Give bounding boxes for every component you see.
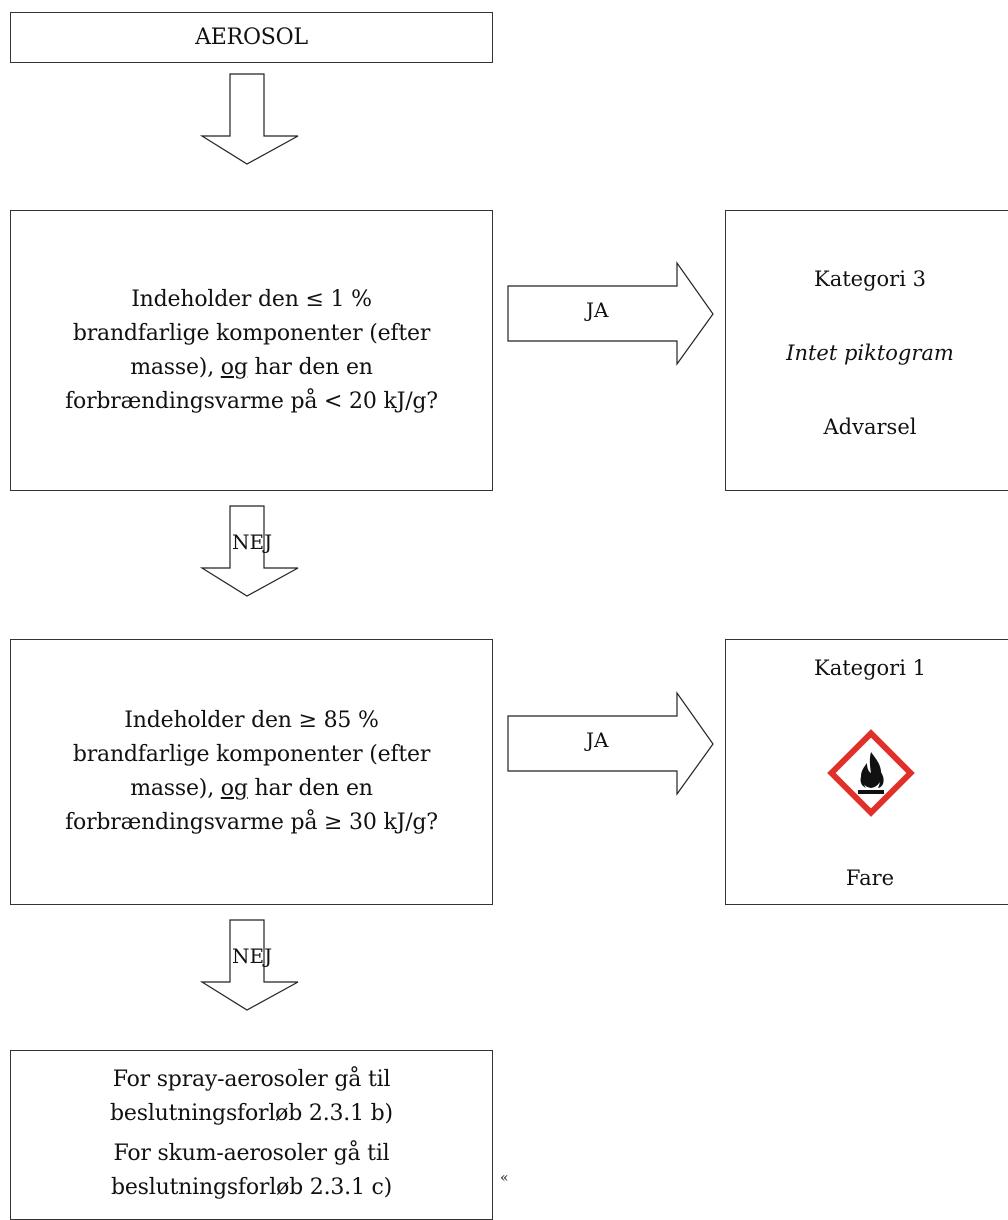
question-2-text: Indeholder den ≥ 85 % brandfarlige kompo…	[65, 708, 438, 835]
no-label-2: NEJ	[232, 944, 273, 968]
yes-label-1: JA	[586, 298, 609, 322]
no-arrow-2	[199, 919, 299, 1011]
category-3-title: Kategori 3	[814, 267, 926, 291]
question-2-box: Indeholder den ≥ 85 % brandfarlige kompo…	[10, 639, 493, 905]
question-1-box: Indeholder den ≤ 1 % brandfarlige kompon…	[10, 210, 493, 491]
final-line-2: beslutningsforløb 2.3.1 b)	[110, 1101, 393, 1126]
flame-pictogram-icon	[827, 729, 915, 817]
result-category-3-box: Kategori 3 Intet piktogram Advarsel	[725, 210, 1008, 491]
category-1-title: Kategori 1	[814, 656, 926, 680]
yes-label-2: JA	[586, 728, 609, 752]
yes-arrow-2	[507, 691, 714, 796]
question-1-text: Indeholder den ≤ 1 % brandfarlige kompon…	[65, 286, 438, 414]
yes-arrow-1	[507, 261, 714, 366]
category-3-pictogram-text: Intet piktogram	[786, 341, 954, 365]
down-arrow-1	[199, 73, 299, 165]
category-3-signal-word: Advarsel	[823, 415, 917, 439]
final-instructions-box: For spray-aerosoler gå til beslutningsfo…	[10, 1050, 493, 1220]
no-arrow-1	[199, 505, 299, 597]
no-label-1: NEJ	[232, 530, 273, 554]
final-line-1: For spray-aerosoler gå til	[112, 1067, 391, 1092]
start-box: AEROSOL	[10, 12, 493, 63]
final-line-3: For skum-aerosoler gå til	[113, 1141, 390, 1166]
category-1-signal-word: Fare	[845, 866, 895, 890]
final-line-4: beslutningsforløb 2.3.1 c)	[110, 1175, 393, 1200]
result-category-1-box: Kategori 1 Fare	[725, 639, 1008, 905]
start-label: AEROSOL	[195, 24, 308, 50]
end-quote-mark: «	[500, 1170, 509, 1186]
